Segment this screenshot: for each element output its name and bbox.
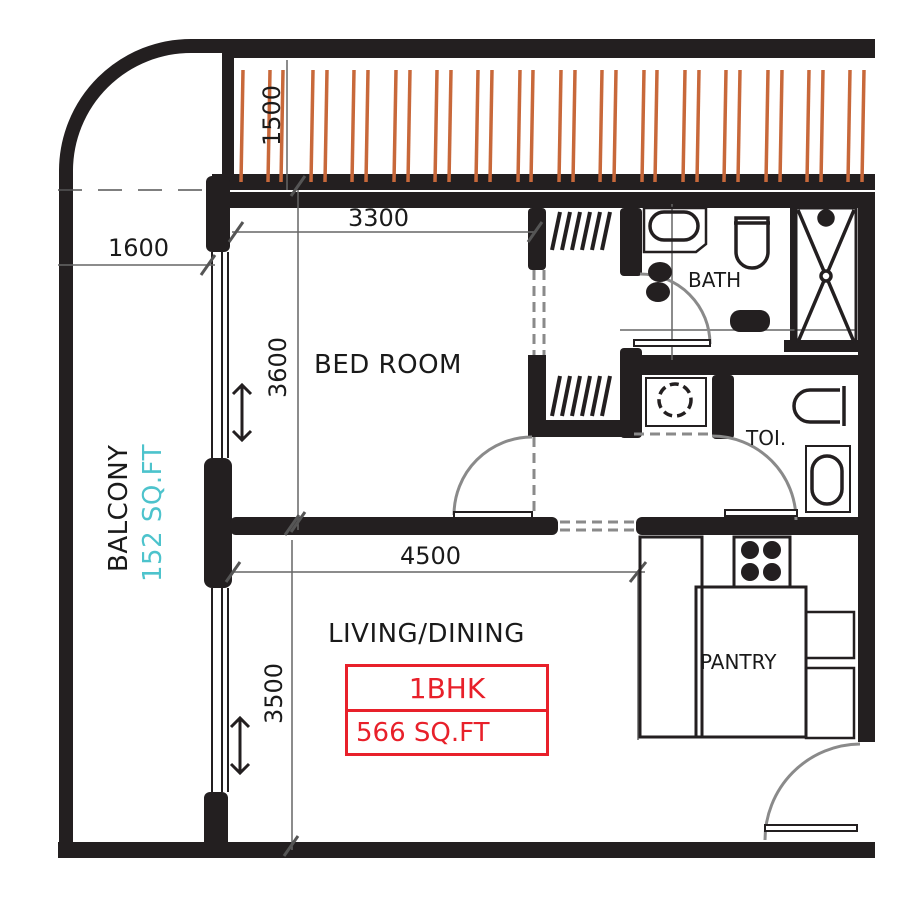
- balcony-area-label: 152 SQ.FT: [138, 443, 168, 582]
- balcony-outer-wall: [59, 39, 875, 858]
- dimension-bedroom-width: 3300: [348, 204, 410, 232]
- room-label-living: LIVING/DINING: [328, 619, 525, 649]
- room-label-pantry: PANTRY: [700, 650, 777, 674]
- dimension-living-width: 4500: [400, 542, 462, 570]
- stove-burners-icon: [741, 541, 781, 581]
- room-label-bedroom: BED ROOM: [314, 350, 462, 380]
- bath-fixtures: [638, 206, 858, 740]
- room-label-toilet: TOI.: [746, 426, 787, 450]
- sliding-window-tracks: [211, 252, 229, 792]
- unit-type: 1BHK: [348, 667, 546, 712]
- wardrobe-hatch: [550, 211, 612, 417]
- room-label-balcony: BALCONY: [104, 444, 134, 572]
- door-leaves: [453, 339, 858, 832]
- dimension-living-depth: 3500: [260, 662, 288, 724]
- dashed-openings: [532, 270, 712, 532]
- railing-strip: [212, 46, 875, 190]
- bath-blobs: [646, 262, 770, 332]
- walls: [58, 176, 875, 858]
- room-label-bath: BATH: [688, 268, 742, 292]
- unit-area: 566 SQ.FT: [356, 717, 490, 748]
- door-swings: [452, 272, 861, 841]
- dimension-balcony-width: 1600: [108, 234, 170, 262]
- dimension-railing-depth: 1500: [258, 84, 286, 146]
- sliding-arrow-icons: [229, 382, 253, 776]
- unit-badge: 1BHK 566 SQ.FT: [345, 664, 549, 756]
- dimension-bedroom-depth: 3600: [264, 336, 292, 398]
